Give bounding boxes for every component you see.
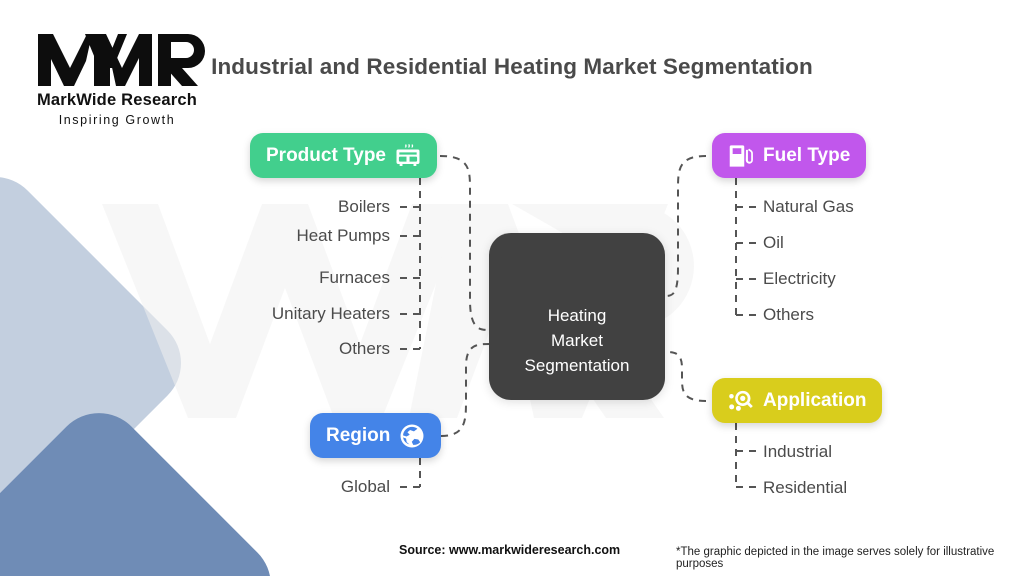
- list-item: Others: [338, 339, 390, 358]
- magnifier-users-icon: [729, 390, 753, 411]
- brand-logo: MarkWide Research Inspiring Growth: [22, 28, 212, 128]
- boiler-icon: [396, 143, 420, 166]
- center-node: Heating Market Segmentation: [489, 233, 665, 400]
- svg-text:F: F: [734, 155, 739, 164]
- list-item: Electricity: [763, 269, 836, 288]
- source-note: Source: www.markwideresearch.com: [399, 543, 621, 557]
- center-line-1: Heating: [547, 306, 607, 325]
- globe-icon: [400, 424, 424, 447]
- badge-application-label: Application: [763, 389, 867, 411]
- list-item: Natural Gas: [763, 197, 854, 216]
- list-item: Heat Pumps: [296, 226, 390, 245]
- wire-region-to-center: [440, 343, 491, 437]
- brand-tagline: Inspiring Growth: [58, 113, 176, 127]
- wire-product-ticks: [396, 206, 420, 350]
- brand-name: MarkWide Research: [36, 91, 198, 109]
- badge-application[interactable]: Application: [712, 378, 883, 423]
- badge-region-label: Region: [326, 424, 391, 446]
- list-item: Unitary Heaters: [271, 304, 390, 323]
- wire-application-ticks: [736, 450, 758, 488]
- list-item: Others: [763, 305, 815, 324]
- list-item: Boilers: [338, 197, 390, 216]
- wire-fuel-ticks: [736, 206, 758, 316]
- mwr-logo-mark: [38, 34, 205, 86]
- list-item: Residential: [763, 478, 848, 497]
- center-line-2: Market: [551, 331, 603, 350]
- badge-fuel-type-label: Fuel Type: [763, 144, 851, 166]
- list-item: Oil: [763, 233, 784, 252]
- wire-application-to-center: [663, 351, 707, 402]
- list-item: Global: [340, 477, 390, 496]
- wire-product-to-center: [439, 155, 491, 331]
- list-item: Industrial: [763, 442, 832, 461]
- badge-product-type-label: Product Type: [266, 144, 386, 166]
- list-item: Furnaces: [319, 268, 390, 287]
- center-node-label: Heating Market Segmentation: [525, 303, 630, 378]
- center-line-3: Segmentation: [524, 356, 630, 375]
- badge-product-type[interactable]: Product Type: [250, 133, 437, 178]
- disclaimer-note: *The graphic depicted in the image serve…: [676, 546, 995, 570]
- page-title: Industrial and Residential Heating Marke…: [211, 54, 813, 79]
- badge-fuel-type[interactable]: F Fuel Type: [712, 133, 867, 178]
- wire-fuel-to-center: [663, 155, 707, 297]
- fuel-pump-icon: F: [729, 144, 753, 167]
- badge-region[interactable]: Region: [310, 413, 442, 458]
